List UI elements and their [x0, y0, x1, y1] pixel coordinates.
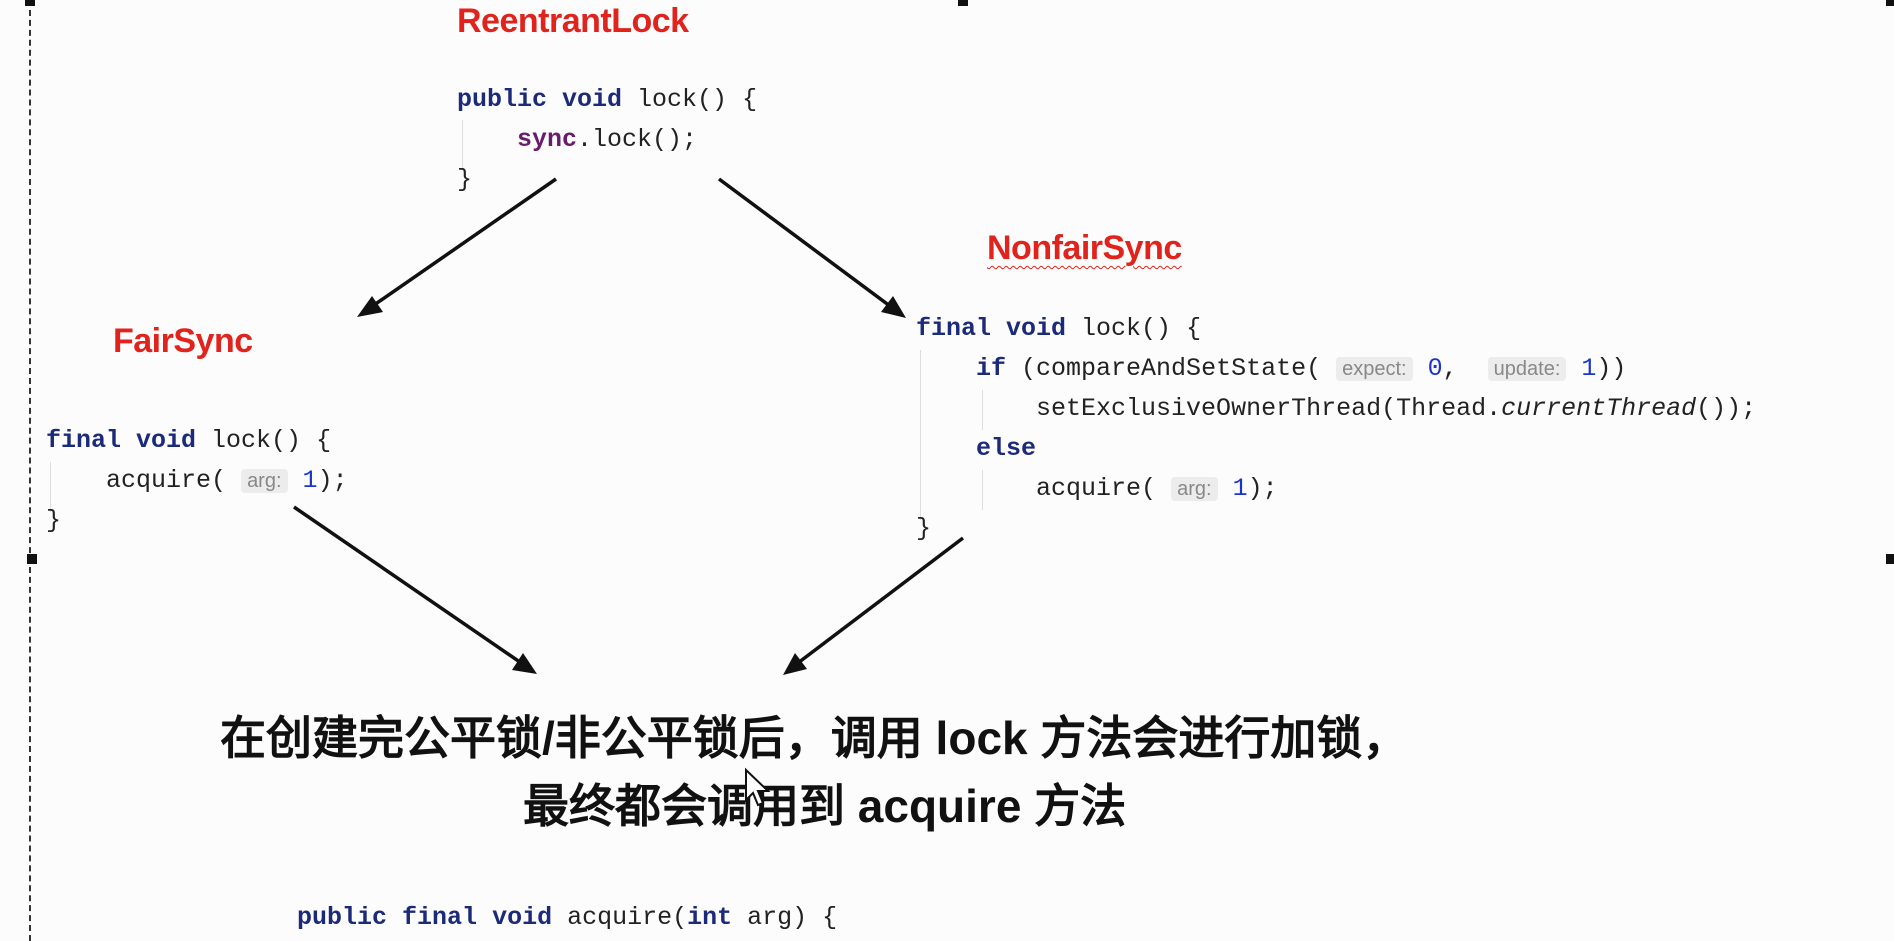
code-text: arg) { [732, 903, 838, 932]
caption-line-1: 在创建完公平锁/非公平锁后，调用 lock 方法会进行加锁， [220, 712, 1409, 764]
arrowhead-fair-acquire [512, 653, 537, 674]
code-text: } [916, 514, 932, 543]
param-hint: expect: [1336, 357, 1413, 381]
code-text: )) [1596, 354, 1627, 383]
caption-line-2: 最终都会调用到 acquire 方法 [523, 780, 1127, 832]
code-text: lock() { [1066, 314, 1202, 343]
code-text: acquire( [106, 466, 227, 495]
code-text: , [1442, 354, 1458, 383]
arrow-to-nonfairsync [717, 177, 900, 314]
code-text: lock() { [196, 426, 332, 455]
arrow-to-fairsync [363, 177, 557, 314]
keyword: if [976, 354, 1007, 383]
code-text: acquire( [552, 903, 688, 932]
reentrantlock-title: ReentrantLock [457, 2, 689, 40]
acquire-code: public final void acquire(int arg) { [297, 898, 837, 938]
selection-frame-left-border [29, 0, 31, 941]
indent-guide [462, 120, 463, 170]
number-literal: 0 [1427, 354, 1443, 383]
keyword: public [297, 903, 388, 932]
param-hint: arg: [241, 469, 288, 493]
arrowhead-nonfairsync [881, 296, 906, 318]
nonfairsync-title: NonfairSync [987, 229, 1182, 267]
keyword: public [457, 85, 548, 114]
keyword: void [562, 85, 623, 114]
code-text: } [457, 165, 473, 194]
code-text: lock() { [622, 85, 758, 114]
arrow-nonfair-to-acquire [788, 536, 965, 671]
indent-guide [50, 462, 51, 512]
keyword: int [687, 903, 733, 932]
param-hint: arg: [1171, 477, 1218, 501]
code-text: setExclusiveOwnerThread(Thread. [1036, 394, 1502, 423]
nonfairsync-code: final void lock() { if (compareAndSetSta… [916, 309, 1756, 549]
code-text: .lock(); [577, 125, 698, 154]
arrowhead-fairsync [357, 296, 383, 317]
field-sync: sync [517, 125, 578, 154]
keyword: final [46, 426, 122, 455]
code-text: } [46, 506, 62, 535]
resize-handle-middle-left[interactable] [27, 554, 37, 564]
number-literal: 1 [1581, 354, 1597, 383]
code-text: currentThread [1501, 394, 1697, 423]
code-text: ); [317, 466, 348, 495]
arrowhead-nonfair-acquire [783, 653, 807, 675]
resize-handle-top-center[interactable] [958, 0, 968, 6]
code-text: acquire( [1036, 474, 1157, 503]
fairsync-title: FairSync [113, 322, 253, 360]
keyword: void [1006, 314, 1067, 343]
code-text: (compareAndSetState( [1006, 354, 1322, 383]
indent-guide [982, 390, 983, 430]
code-text: ()); [1696, 394, 1757, 423]
fairsync-code: final void lock() { acquire( arg: 1); } [46, 421, 348, 541]
resize-handle-middle-right[interactable] [1886, 554, 1894, 564]
indent-guide [982, 470, 983, 510]
number-literal: 1 [302, 466, 318, 495]
keyword: void [492, 903, 553, 932]
keyword: final [916, 314, 992, 343]
param-hint: update: [1487, 357, 1567, 381]
number-literal: 1 [1232, 474, 1248, 503]
code-text: ); [1247, 474, 1278, 503]
arrow-fair-to-acquire [293, 505, 531, 671]
indent-guide [920, 350, 921, 520]
keyword: final [402, 903, 478, 932]
resize-handle-top-right[interactable] [1886, 0, 1894, 6]
reentrantlock-code: public void lock() { sync.lock(); } [457, 80, 757, 200]
keyword: void [136, 426, 197, 455]
keyword: else [976, 434, 1037, 463]
resize-handle-top-left[interactable] [25, 0, 35, 6]
